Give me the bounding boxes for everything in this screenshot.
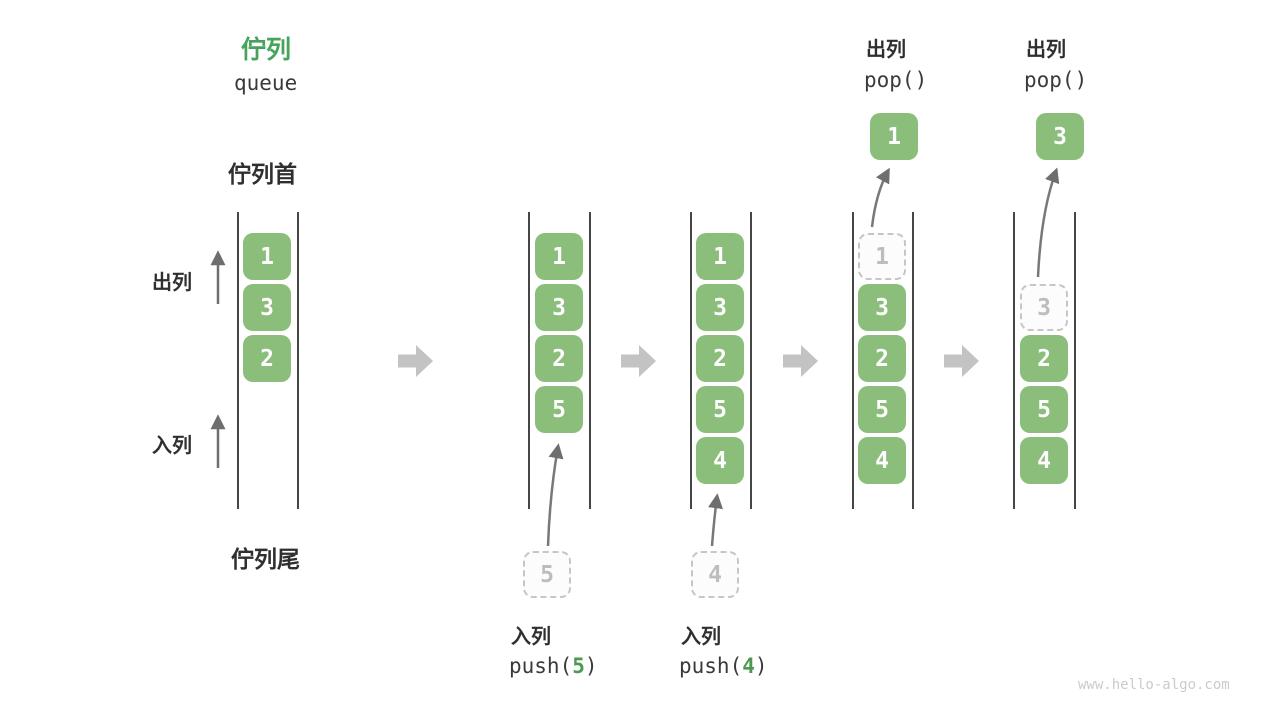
push5-code-fn: push(	[509, 654, 573, 678]
queue-cell: 3	[858, 284, 906, 331]
popped-cell: 1	[870, 113, 918, 160]
queue-wall-line	[852, 212, 854, 509]
queue-wall-line	[237, 212, 239, 509]
queue-cell: 4	[1020, 437, 1068, 484]
queue-cell: 1	[696, 233, 744, 280]
push4-code-arg: 4	[742, 654, 755, 678]
step-flow-arrow-icon	[944, 345, 979, 377]
push5-label: 入列	[511, 626, 551, 648]
queue-cell: 5	[1020, 386, 1068, 433]
push5-code-close: )	[584, 654, 598, 678]
push4-code-close: )	[754, 654, 768, 678]
diagram-title-en: queue	[234, 71, 298, 95]
queue-wall-line	[1074, 212, 1076, 509]
push4-label: 入列	[681, 626, 721, 648]
watermark: www.hello-algo.com	[1078, 677, 1230, 693]
queue-wall-line	[589, 212, 591, 509]
queue-cell: 5	[535, 386, 583, 433]
push4-code: push(4)	[679, 654, 768, 678]
queue-front-label: 佇列首	[228, 161, 297, 187]
queue-cell: 2	[243, 335, 291, 382]
pop2-code: pop()	[1024, 68, 1088, 92]
push4-code-fn: push(	[679, 654, 743, 678]
enqueue-label: 入列	[152, 435, 192, 457]
queue-wall-line	[297, 212, 299, 509]
queue-cell: 3	[243, 284, 291, 331]
queue-cell: 4	[696, 437, 744, 484]
pop1-arrow-icon	[870, 167, 890, 228]
queue-cell: 3	[535, 284, 583, 331]
removed-cell-dashed: 3	[1020, 284, 1068, 331]
queue-cell: 3	[696, 284, 744, 331]
step-flow-arrow-icon	[398, 345, 433, 377]
removed-cell-dashed: 1	[858, 233, 906, 280]
incoming-cell-dashed: 5	[523, 551, 571, 598]
pop1-code: pop()	[864, 68, 928, 92]
queue-cell: 5	[696, 386, 744, 433]
popped-cell: 3	[1036, 113, 1084, 160]
queue-rear-label: 佇列尾	[231, 546, 300, 572]
push5-code: push(5)	[509, 654, 598, 678]
queue-cell: 2	[858, 335, 906, 382]
pop2-label: 出列	[1026, 39, 1066, 61]
step-flow-arrow-icon	[783, 345, 818, 377]
queue-cell: 5	[858, 386, 906, 433]
queue-wall-line	[750, 212, 752, 509]
queue-wall-line	[528, 212, 530, 509]
push5-arrow-icon	[546, 443, 564, 547]
diagram-title-zh: 佇列	[241, 36, 292, 64]
queue-wall-line	[1013, 212, 1015, 509]
dequeue-label: 出列	[152, 272, 192, 294]
queue-cell: 1	[535, 233, 583, 280]
push5-code-arg: 5	[572, 654, 585, 678]
pop1-label: 出列	[866, 39, 906, 61]
queue-cell: 2	[1020, 335, 1068, 382]
queue-cell: 2	[535, 335, 583, 382]
queue-cell: 4	[858, 437, 906, 484]
queue-cell: 2	[696, 335, 744, 382]
queue-wall-line	[690, 212, 692, 509]
queue-cell: 1	[243, 233, 291, 280]
push4-arrow-icon	[708, 493, 723, 547]
step-flow-arrow-icon	[621, 345, 656, 377]
queue-wall-line	[912, 212, 914, 509]
pop2-arrow-icon	[1036, 167, 1060, 278]
incoming-cell-dashed: 4	[691, 551, 739, 598]
